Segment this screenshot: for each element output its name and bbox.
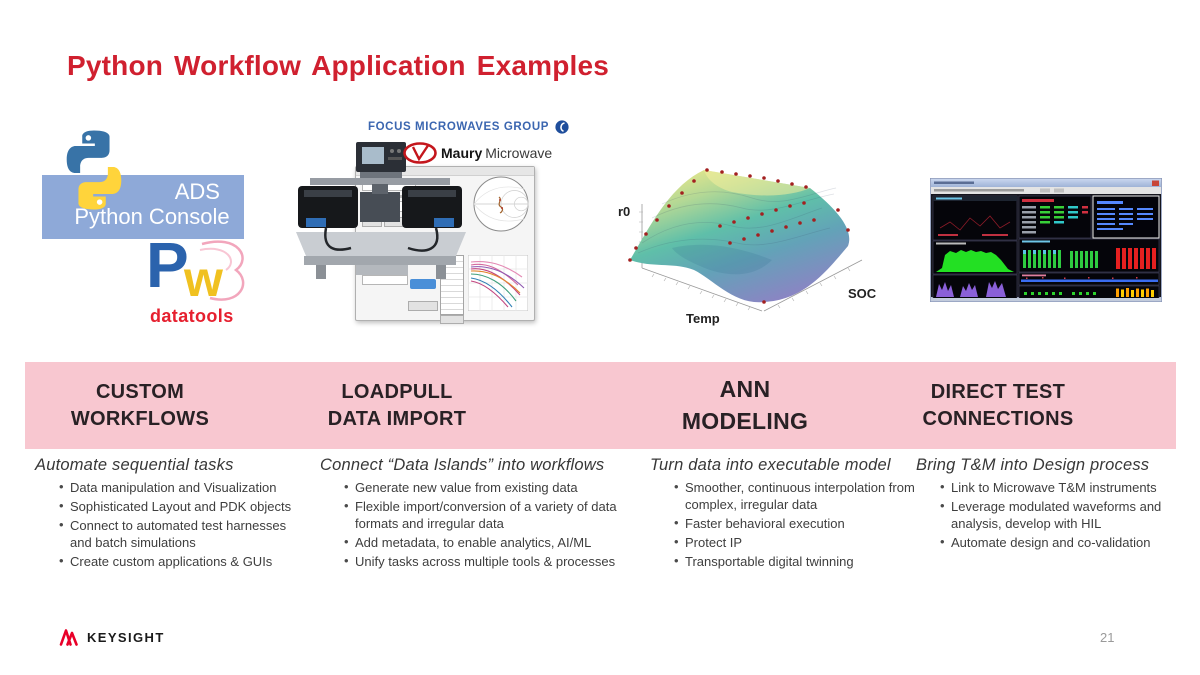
python-logo-icon <box>66 130 122 210</box>
pw-swirl-icon <box>199 240 245 301</box>
surface-x-label: Temp <box>686 311 720 326</box>
header-line: CONNECTIONS <box>922 407 1074 430</box>
category-band <box>25 362 1176 449</box>
keysight-logo: KEYSIGHT <box>58 628 165 646</box>
header-line: ANN <box>719 376 771 403</box>
focus-microwaves-header: FOCUS MICROWAVES GROUP <box>368 120 569 134</box>
focus-globe-icon <box>555 120 569 134</box>
bullet-item: Protect IP <box>674 534 918 552</box>
pw-datatools-logo: P w datatools <box>146 229 254 335</box>
bullet-item: Flexible import/conversion of a variety … <box>344 498 635 533</box>
column-ann-modeling: Turn data into executable model Smoother… <box>650 456 918 572</box>
column-heading: Bring T&M into Design process <box>916 456 1150 474</box>
maury-name-bold: Maury <box>441 145 483 161</box>
focus-microwaves-label: FOCUS MICROWAVES GROUP <box>368 121 550 133</box>
ads-label: ADS <box>174 179 220 204</box>
pw-letter-w: w <box>184 251 223 307</box>
ann-surface-plot: r0 Temp SOC <box>618 168 877 326</box>
bullet-item: Automate design and co-validation <box>940 534 1171 552</box>
import-button <box>410 279 436 289</box>
page-title: Python Workflow Application Examples <box>67 50 610 81</box>
surface-z-label: r0 <box>618 204 630 219</box>
bullet-list: Smoother, continuous interpolation from … <box>650 479 918 571</box>
page-number: 21 <box>1100 630 1115 645</box>
bullet-item: Link to Microwave T&M instruments <box>940 479 1171 497</box>
loadpull-tuner-photo <box>296 142 466 279</box>
header-line: CUSTOM <box>95 380 185 403</box>
column-custom-workflows: Automate sequential tasks Data manipulat… <box>35 456 303 572</box>
maury-name-light: Microwave <box>485 145 553 161</box>
vsa-software-screenshot <box>930 178 1162 302</box>
bullet-item: Data manipulation and Visualization <box>59 479 303 497</box>
bullet-item: Leverage modulated waveforms and analysi… <box>940 498 1171 533</box>
loadpull-curves-plot <box>468 255 528 311</box>
smith-chart <box>473 176 529 232</box>
surface-y-label: SOC <box>848 286 877 301</box>
small-button <box>440 315 464 324</box>
bullet-item: Generate new value from existing data <box>344 479 635 497</box>
category-header-direct-test-connections: DIRECT TEST CONNECTIONS <box>878 362 1118 449</box>
category-header-custom-workflows: CUSTOM WORKFLOWS <box>20 362 260 449</box>
category-header-loadpull-data-import: LOADPULL DATA IMPORT <box>277 362 517 449</box>
bullet-list: Generate new value from existing data Fl… <box>320 479 635 571</box>
bullet-item: Faster behavioral execution <box>674 515 918 533</box>
window-titlebar <box>356 167 534 176</box>
bullet-item: Create custom applications & GUIs <box>59 553 303 571</box>
bullet-list: Data manipulation and Visualization Soph… <box>35 479 303 571</box>
category-header-ann-modeling: ANN MODELING <box>625 362 865 449</box>
header-line: WORKFLOWS <box>70 407 210 430</box>
header-line: DIRECT TEST <box>930 380 1066 403</box>
bullet-list: Link to Microwave T&M instruments Levera… <box>916 479 1171 552</box>
pw-wordmark: datatools <box>150 306 234 326</box>
keysight-spark-icon <box>59 629 78 646</box>
header-line: MODELING <box>681 407 809 434</box>
column-loadpull-data-import: Connect “Data Islands” into workflows Ge… <box>320 456 635 572</box>
small-button <box>408 301 438 311</box>
column-heading: Connect “Data Islands” into workflows <box>320 456 605 474</box>
header-line: LOADPULL <box>341 380 453 403</box>
pw-letter-p: P <box>146 229 189 301</box>
maury-oval-icon <box>403 142 437 164</box>
bullet-item: Add metadata, to enable analytics, AI/ML <box>344 534 635 552</box>
bullet-item: Connect to automated test harnesses and … <box>59 517 303 552</box>
bullet-item: Smoother, continuous interpolation from … <box>674 479 918 514</box>
bullet-item: Transportable digital twinning <box>674 553 918 571</box>
bullet-item: Unify tasks across multiple tools & proc… <box>344 553 635 571</box>
header-line: DATA IMPORT <box>327 407 467 430</box>
bullet-item: Sophisticated Layout and PDK objects <box>59 498 303 516</box>
path-field <box>362 275 408 285</box>
column-direct-test-connections: Bring T&M into Design process Link to Mi… <box>916 456 1171 554</box>
column-heading: Turn data into executable model <box>650 456 891 474</box>
keysight-wordmark: KEYSIGHT <box>87 629 165 645</box>
column-heading: Automate sequential tasks <box>35 456 234 474</box>
